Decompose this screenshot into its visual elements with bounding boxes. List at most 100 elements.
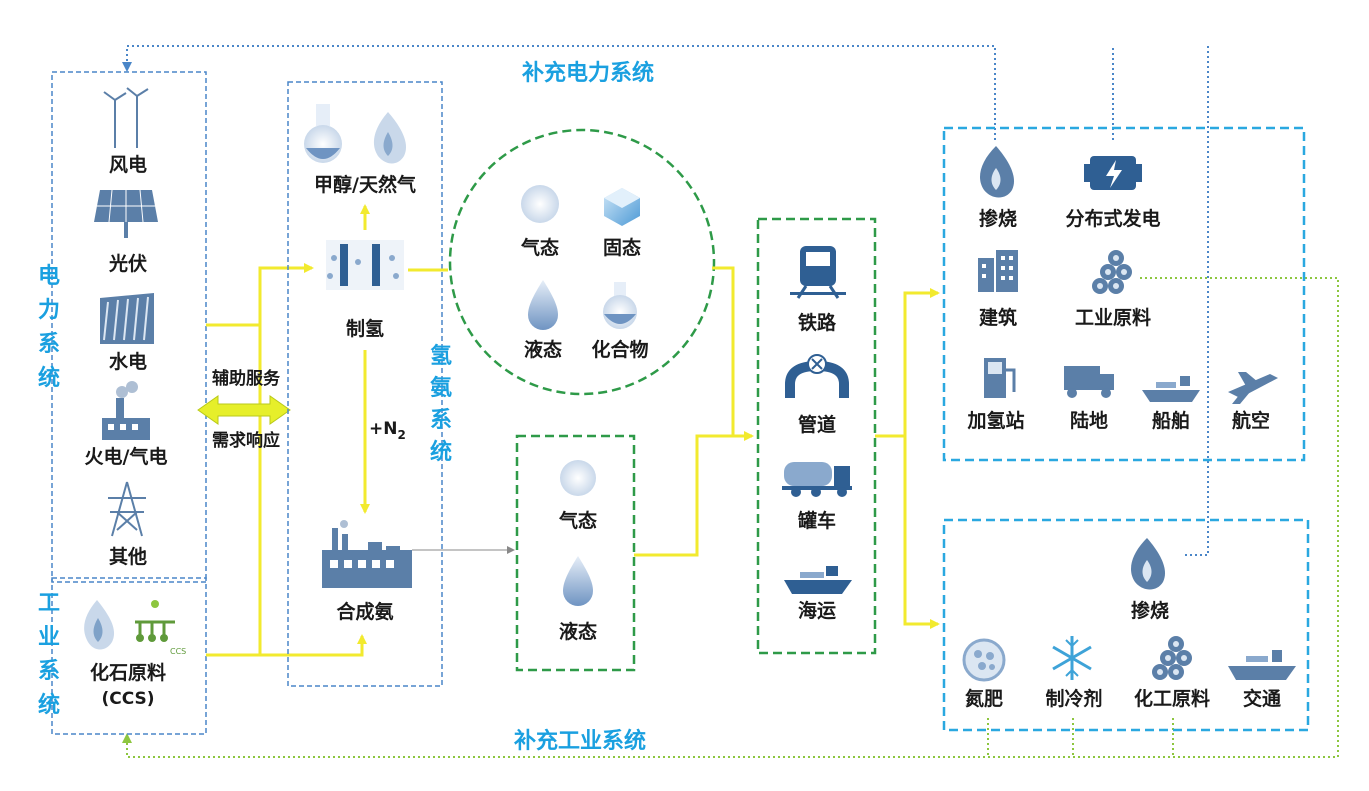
co-firing-flame-icon — [980, 146, 1015, 198]
thermal-plant-icon — [102, 381, 150, 440]
h2-use-aviation: 航空 — [1232, 409, 1270, 432]
methanol-gas-label: 甲醇/天然气 — [314, 173, 416, 196]
liquid-state-icon — [528, 280, 558, 330]
nh3-storage-liquid: 液态 — [559, 620, 597, 643]
h2-use-building: 建筑 — [979, 306, 1017, 329]
transport-box — [756, 217, 877, 655]
h2-use-ship: 船舶 — [1152, 409, 1190, 432]
h2-use-industrial-feedstock: 工业原料 — [1075, 306, 1151, 329]
power-title-char-2: 力 — [38, 298, 60, 323]
industry-title-char-1: 工 — [38, 591, 60, 616]
distributed-power-icon — [1084, 156, 1142, 190]
nh3-use-chemical-feedstock: 化工原料 — [1134, 687, 1210, 710]
h2-title-char-3: 系 — [430, 408, 452, 433]
transport-pipeline: 管道 — [798, 413, 836, 436]
top-title: 补充电力系统 — [521, 60, 654, 86]
electrolyzer-icon — [326, 240, 404, 290]
chemical-feedstock-icon — [1152, 636, 1192, 680]
ammonia-plant-icon — [322, 520, 412, 588]
h2-use-land: 陆地 — [1070, 409, 1108, 432]
h2-use-refuel-station: 加氢站 — [966, 409, 1024, 432]
industry-system-box — [51, 577, 207, 735]
hydrogen-system-title: 氢 氨 系 统 — [430, 343, 452, 465]
h2-use-distributed-power: 分布式发电 — [1065, 207, 1160, 230]
nh3-storage-box — [515, 434, 636, 672]
transport-to-use-flow — [875, 288, 940, 629]
n2-label: +N2 — [369, 419, 406, 442]
solar-panel-icon — [94, 189, 158, 238]
snowflake-icon — [1052, 636, 1092, 680]
supplement-industry-loop — [122, 277, 1339, 758]
transport-railway: 铁路 — [798, 311, 837, 334]
solid-state-icon — [604, 188, 640, 226]
bottom-title: 补充工业系统 — [513, 728, 646, 754]
transport-ship-icon — [1228, 650, 1296, 680]
industry-title-char-3: 系 — [38, 659, 60, 684]
methanol-flask-icon — [304, 104, 342, 163]
h2-storage-gas: 气态 — [520, 236, 559, 259]
power-item-other: 其他 — [109, 545, 147, 568]
aux-service-label: 辅助服务 — [212, 368, 281, 389]
nh3-liquid-state-icon — [563, 556, 593, 606]
ammonia-synthesis-label: 合成氨 — [336, 600, 393, 623]
airplane-icon — [1228, 372, 1278, 404]
industry-system-title: 工 业 系 统 — [38, 591, 60, 718]
transport-tanker: 罐车 — [797, 509, 836, 532]
fossil-feedstock-ccs: (CCS) — [101, 689, 154, 709]
tanker-truck-icon — [782, 462, 852, 497]
transport-shipping: 海运 — [798, 599, 836, 622]
power-item-thermal: 火电/气电 — [85, 445, 168, 468]
gas-state-icon — [521, 185, 559, 223]
demand-response-label: 需求响应 — [212, 430, 280, 451]
ship-icon — [1142, 376, 1200, 402]
nh3-use-cofiring: 掺烧 — [1131, 599, 1169, 622]
ccs-tag: CCS — [170, 647, 186, 656]
h2-title-char-1: 氢 — [430, 343, 452, 369]
nh3-use-refrigerant: 制冷剂 — [1045, 687, 1102, 710]
h2-use-box — [942, 126, 1306, 462]
cargo-ship-icon — [784, 566, 852, 594]
bidirectional-arrow — [197, 395, 291, 425]
h2-storage-circle — [448, 128, 716, 396]
pipeline-icon — [785, 354, 849, 398]
h2-storage-compound: 化合物 — [591, 338, 648, 361]
nh3-gas-state-icon — [560, 460, 596, 496]
hydrogen-station-icon — [984, 358, 1016, 398]
power-to-hydrogen-flow — [206, 263, 367, 657]
h2-title-char-2: 氨 — [430, 375, 452, 401]
compound-flask-icon — [603, 282, 637, 329]
power-item-solar: 光伏 — [108, 252, 147, 275]
industry-title-char-2: 业 — [38, 625, 60, 650]
wind-turbine-icon — [103, 87, 149, 148]
hydrogen-system-box — [287, 81, 443, 687]
h2-title-char-4: 统 — [430, 439, 452, 465]
power-title-char-4: 统 — [38, 365, 60, 391]
power-title-char-3: 系 — [38, 332, 60, 357]
natural-gas-flame-icon — [373, 112, 407, 164]
hydropower-dam-icon — [100, 293, 154, 344]
railway-train-icon — [790, 246, 846, 299]
building-icon — [978, 250, 1018, 292]
power-item-wind: 风电 — [109, 153, 147, 176]
storage-to-transport-flow — [634, 266, 754, 557]
nh3-use-box — [942, 518, 1310, 732]
power-title-char-1: 电 — [38, 264, 60, 289]
nh3-cofiring-flame-icon — [1131, 538, 1166, 590]
hydrogen-production-label: 制氢 — [346, 317, 384, 340]
power-item-hydro: 水电 — [109, 350, 147, 373]
h2-use-cofiring: 掺烧 — [979, 207, 1017, 230]
gas-flame-icon — [84, 600, 115, 650]
power-system-title: 电 力 系 统 — [38, 264, 60, 391]
ccs-plant-icon — [135, 600, 175, 642]
fertilizer-icon — [962, 638, 1006, 682]
nh3-use-transport: 交通 — [1243, 687, 1282, 710]
pipes-bundle-icon — [1092, 250, 1132, 294]
h2-storage-liquid: 液态 — [524, 338, 562, 361]
h2-storage-solid: 固态 — [603, 236, 641, 259]
industry-title-char-4: 统 — [38, 692, 60, 718]
nh3-storage-gas: 气态 — [558, 509, 597, 532]
truck-icon — [1064, 366, 1114, 398]
transmission-tower-icon — [108, 481, 146, 537]
fossil-feedstock-label: 化石原料 — [90, 661, 166, 684]
